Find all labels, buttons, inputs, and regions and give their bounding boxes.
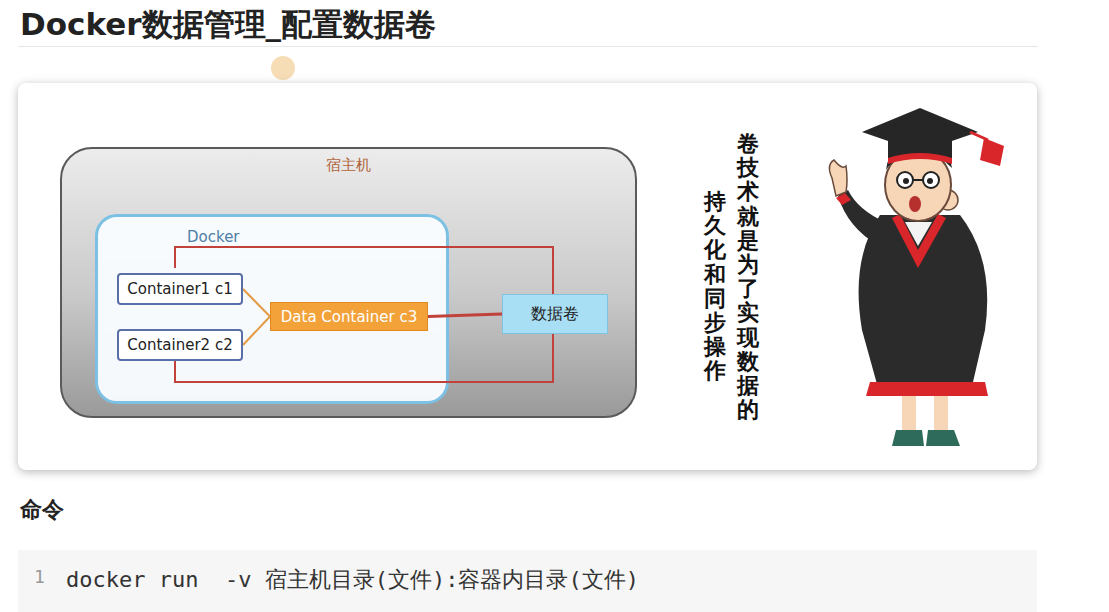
region-label: 宿主机: [62, 156, 635, 175]
box-label: Data Container c3: [281, 308, 417, 326]
container-box: Container1 c1: [117, 273, 243, 305]
section-heading: 命令: [20, 495, 64, 525]
region-label: Docker: [187, 228, 240, 246]
docker-region: DockerContainer1 c1 Container2 c2 Data Con…: [95, 214, 449, 404]
connector-line: [243, 289, 270, 317]
connector: [243, 317, 270, 346]
connector: [243, 289, 270, 317]
page-title: Docker数据管理_配置数据卷: [20, 4, 436, 46]
box-label: 数据卷: [531, 304, 579, 325]
box-label: Container1 c1: [127, 280, 232, 298]
connector-line: [243, 317, 270, 346]
title-rule: [18, 46, 1038, 47]
volume-box: 数据卷: [502, 294, 608, 334]
code-line: docker run -v 宿主机目录(文件):容器内目录(文件): [66, 565, 639, 595]
vertical-caption: 卷技术就是为了实现数据的: [737, 132, 759, 422]
host-machine-region: 宿主机 DockerContainer1 c1 Container2 c2 Data …: [60, 147, 637, 418]
line-number: 1: [34, 566, 45, 587]
vertical-caption: 持久化和同步操作: [704, 190, 726, 384]
data-container-box: Data Container c3: [270, 302, 428, 331]
connector: [428, 314, 502, 317]
box-label: Container2 c2: [127, 336, 232, 354]
connector-line: [428, 314, 502, 317]
container-box: Container2 c2: [117, 329, 243, 361]
